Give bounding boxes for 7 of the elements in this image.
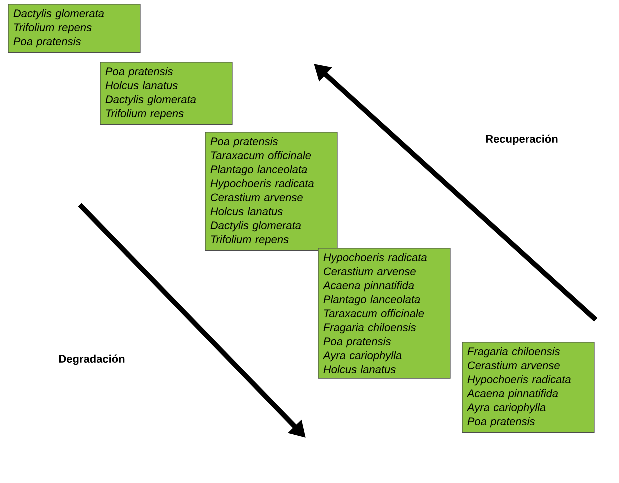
arrow-label: Degradación bbox=[59, 354, 125, 366]
species-box: Poa pratensis Holcus lanatus Dactylis glomerata Trifolium repens bbox=[100, 62, 233, 126]
species-box: Fragaria chiloensis Cerastium arvense Hypochoeris radicata Acaena pinnatifida Ayra cariophylla Poa pratensis bbox=[462, 342, 595, 434]
arrow-label: Recuperación bbox=[486, 134, 558, 146]
species-box: Poa pratensis Taraxacum officinale Plantago lanceolata Hypochoeris radicata Cerastium arvense Holcus lanatus Dactylis glomerata Trifolium repens bbox=[205, 132, 338, 252]
species-box: Hypochoeris radicata Cerastium arvense Acaena pinnatifida Plantago lanceolata Taraxacum officinale Fragaria chiloensis Poa pratensis Ayra cariophylla Holcus lanatus bbox=[318, 248, 451, 379]
species-box: Dactylis glomerata Trifolium repens Poa pratensis bbox=[8, 4, 141, 54]
